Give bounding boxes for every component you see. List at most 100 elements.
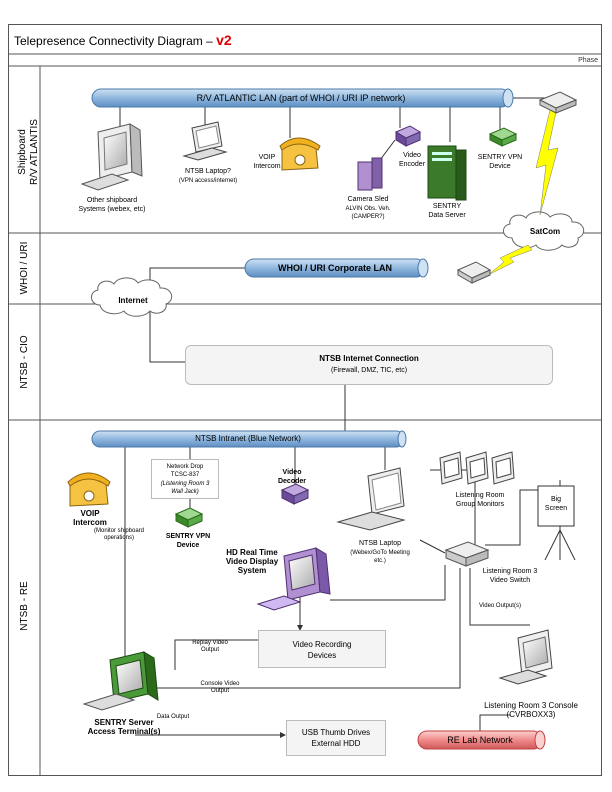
video-switch-line1: Listening Room 3 (482, 568, 538, 575)
re-voip-sub-line2: operations) (103, 535, 135, 541)
shipboard-pc-icon (80, 123, 143, 191)
satcom-label: SatCom (529, 227, 561, 236)
ship-laptop-icon (182, 121, 228, 161)
video-switch-icon (444, 541, 490, 567)
re-laptop-line1: NTSB Laptop (358, 540, 402, 547)
group-monitors-label: Listening Room Group Monitors (440, 492, 520, 509)
ship-laptop-label: NTSB Laptop? (VPN access/internet) (168, 168, 248, 185)
sentry-terminal-icon (82, 651, 159, 711)
re-sentry-vpn-line2: Device (176, 541, 200, 549)
lane-label-shipboard-line1: Shipboard (17, 129, 28, 175)
group-monitors-line1: Listening Room (455, 492, 505, 499)
sentry-server-line2: Data Server (428, 211, 466, 219)
network-drop-line4: Wall Jack) (171, 489, 199, 495)
ship-video-encoder-icon (394, 125, 422, 147)
lane-label-whoi: WHOI / URI (19, 241, 30, 295)
internet-label: Internet (118, 296, 148, 305)
big-screen-label: Big Screen (538, 496, 574, 513)
diagram-frame (8, 24, 602, 776)
re-laptop-line2: (Webex/GoTo Meeting (350, 549, 410, 556)
ship-encoder-line2: Encoder (398, 160, 426, 168)
hd-display-line3: System (237, 566, 267, 575)
ship-voip-line2: Intercom (253, 162, 281, 170)
console-label: Listening Room 3 Console (CVRBOXX3) (476, 701, 586, 719)
console-line1: Listening Room 3 Console (484, 701, 578, 710)
ship-sentry-vpn-line1: SENTRY VPN (477, 154, 523, 161)
re-lab-pipe (417, 730, 546, 750)
camera-sled-icon (357, 157, 383, 191)
lane-label-cio: NTSB - CIO (19, 335, 30, 389)
replay-output-line2: Output (200, 647, 219, 653)
data-output-label: Data Output (156, 714, 190, 720)
lane-label-shipboard: Shipboard R/V ATLANTIS (17, 107, 41, 197)
ship-voip-label: VOIP Intercom (252, 154, 282, 171)
recording-line1: Video Recording (292, 640, 352, 649)
whoi-lan-label: WHOI / URI Corporate LAN (278, 263, 392, 273)
usb-line2: External HDD (311, 739, 361, 748)
re-voip-sub: (Monitor shipboard operations) (84, 528, 154, 542)
sentry-server-label: SENTRY Data Server (422, 203, 472, 220)
hd-display-system-icon (256, 547, 331, 611)
re-voip-line2: Intercom (73, 517, 107, 527)
re-voip-label: VOIP Intercom (60, 509, 120, 527)
other-systems-line1: Other shipboard (86, 197, 138, 204)
usb-box: USB Thumb Drives External HDD (286, 720, 386, 756)
connection-sub: (Firewall, DMZ, TIC, etc) (330, 367, 408, 374)
ship-laptop-line1: NTSB Laptop? (185, 168, 231, 175)
replay-output-line1: Replay Video (192, 640, 228, 646)
satcom-lightning-shore (487, 244, 533, 276)
phase-header: Phase (578, 57, 598, 64)
connection-lines (119, 97, 545, 736)
video-outputs-label: Video Output(s) (479, 603, 521, 609)
re-sentry-vpn-line1: SENTRY VPN (165, 533, 211, 540)
re-sentry-vpn-label: SENTRY VPN Device (158, 533, 218, 550)
sentry-server-icon (427, 145, 467, 201)
console-output-line1: Console Video (200, 681, 240, 687)
re-laptop-icon (336, 467, 406, 531)
ship-sentry-vpn-line2: Device (489, 162, 511, 170)
satcom-cloud (503, 211, 585, 251)
hd-display-line2: Video Display (225, 557, 279, 566)
sentry-server-line1: SENTRY (432, 203, 462, 210)
network-drop-box: Network Drop TCSC-837 (Listening Room 3 … (151, 459, 219, 499)
group-monitors-icon (439, 451, 515, 485)
other-systems-label: Other shipboard Systems (webex, etc) (72, 197, 152, 214)
ship-encoder-line1: Video (403, 152, 421, 159)
internet-cloud (91, 277, 173, 317)
ship-sentry-vpn-icon (488, 127, 518, 147)
sentry-terminal-line2: Access Terminal(s) (87, 727, 161, 736)
other-systems-line2: Systems (webex, etc) (78, 205, 146, 213)
page-title-text: Telepresence Connectivity Diagram – (14, 34, 217, 48)
lane-label-shipboard-line2: R/V ATLANTIS (29, 119, 40, 185)
video-switch-label: Listening Room 3 Video Switch (470, 568, 550, 585)
sentry-terminal-line1: SENTRY Server (94, 718, 154, 727)
connection-title: NTSB Internet Connection (319, 354, 419, 363)
replay-output-label: Replay Video Output (180, 640, 240, 654)
re-laptop-label: NTSB Laptop (Webex/GoTo Meeting etc.) (340, 540, 420, 566)
video-switch-line2: Video Switch (489, 576, 531, 584)
hd-display-line1: HD Real Time (226, 548, 278, 557)
big-screen-line1: Big (550, 496, 562, 503)
re-sentry-vpn-icon (174, 507, 204, 528)
ship-voip-line1: VOIP (258, 154, 276, 161)
ship-voip-phone-icon (279, 137, 321, 171)
camera-sled-line2: ALVIN Obs. Veh. (345, 205, 391, 212)
re-decoder-line1: Video (282, 469, 302, 476)
console-output-line2: Output (210, 688, 229, 694)
intranet-label: NTSB Intranet (Blue Network) (195, 434, 301, 443)
recording-line2: Devices (307, 651, 337, 660)
network-drop-line2: TCSC-837 (170, 472, 200, 478)
ship-laptop-line2: (VPN access/internet) (178, 177, 238, 184)
hd-display-label: HD Real Time Video Display System (222, 548, 282, 575)
sentry-terminal-label: SENTRY Server Access Terminal(s) (84, 718, 164, 736)
re-voip-line1: VOIP (80, 509, 100, 518)
version-label: v2 (216, 32, 232, 48)
ship-satellite-modem-icon (538, 91, 578, 114)
shore-satellite-modem-icon (456, 261, 492, 284)
big-screen-line2: Screen (544, 504, 568, 512)
group-monitors-line2: Group Monitors (455, 500, 505, 508)
whoi-lan-pipe (244, 258, 429, 278)
camera-sled-label: Camera Sled ALVIN Obs. Veh. (CAMPER?) (338, 196, 398, 222)
video-recording-box: Video Recording Devices (258, 630, 386, 668)
